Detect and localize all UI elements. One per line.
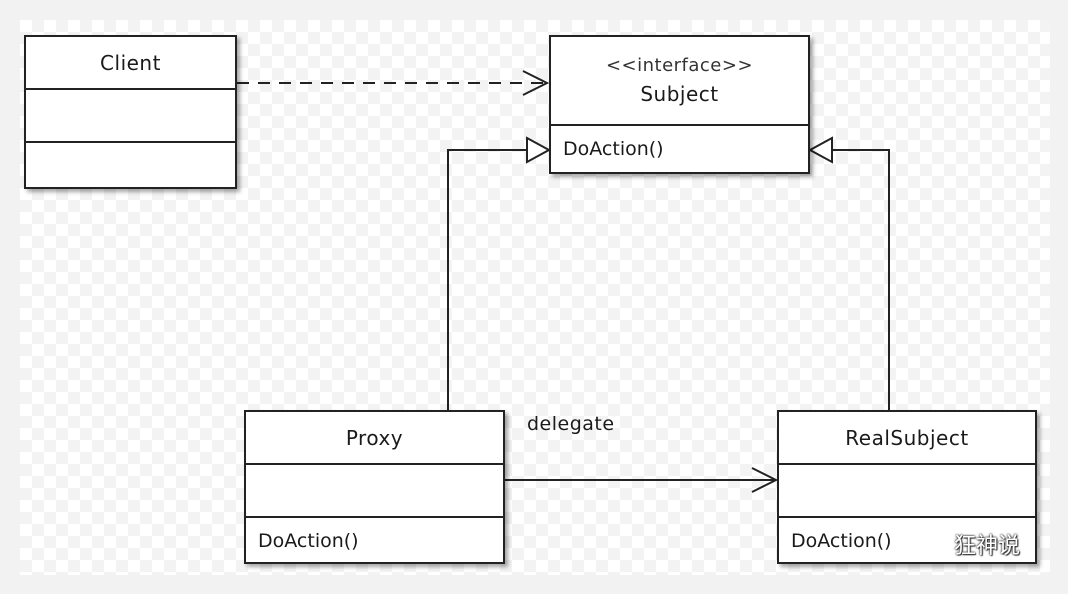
- class-realsubject-name: RealSubject: [845, 425, 969, 450]
- interface-subject-name: Subject: [640, 82, 719, 106]
- interface-subject-stereotype: <<interface>>: [605, 55, 754, 76]
- class-proxy-attributes: [246, 463, 503, 516]
- class-proxy-operation: DoAction(): [246, 516, 503, 564]
- interface-subject-operation: DoAction(): [551, 124, 808, 172]
- class-client-operations: [26, 141, 235, 191]
- wechat-icon: [919, 533, 947, 555]
- class-realsubject[interactable]: RealSubject DoAction(): [777, 410, 1037, 564]
- class-realsubject-attributes: [779, 463, 1035, 516]
- class-realsubject-operation: DoAction(): [779, 516, 1035, 564]
- class-proxy-name: Proxy: [345, 425, 404, 450]
- class-client[interactable]: Client: [24, 35, 237, 189]
- interface-subject[interactable]: <<interface>> Subject DoAction(): [549, 35, 810, 174]
- class-client-name: Client: [100, 50, 161, 75]
- interface-subject-header: <<interface>> Subject: [551, 37, 808, 124]
- delegate-label: delegate: [527, 413, 615, 435]
- class-proxy[interactable]: Proxy DoAction(): [244, 410, 505, 564]
- watermark: 狂神说: [918, 528, 1020, 560]
- class-client-attributes: [26, 88, 235, 141]
- watermark-text: 狂神说: [954, 534, 1021, 559]
